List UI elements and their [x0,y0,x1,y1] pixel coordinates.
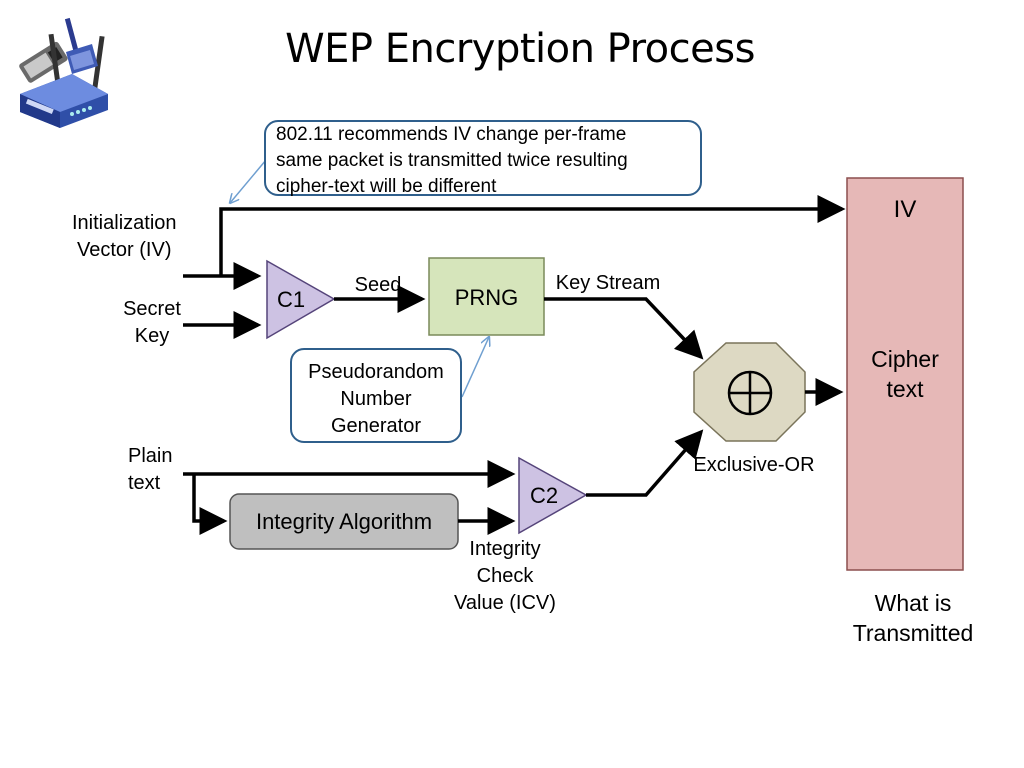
prng-note-line: Number [340,388,412,410]
xor-label: Exclusive-OR [693,454,815,476]
frame-cipher-label: Cipher text [847,344,963,404]
integrity-algorithm-label: Integrity Algorithm [255,509,433,534]
iv-input-label-line: Vector (IV) [77,239,172,261]
prng-note-pointer [461,337,489,398]
c2-block [518,456,588,535]
key-stream-label: Key Stream [555,272,661,294]
circled-plus-icon [727,370,773,416]
secret-key-label-line: Secret [123,298,181,320]
secret-key-label: Secret Key [110,296,194,350]
iv-to-frame-arrow [219,195,846,276]
wireless-router-icon [19,17,108,128]
plain-to-integrity-arrow [192,474,228,535]
plain-text-label: Plain text [128,443,188,497]
transmitted-label-line: Transmitted [852,620,974,646]
c2-to-xor-arrow [586,429,704,497]
iv-note-line: same packet is transmitted twice resulti… [276,150,628,171]
iv-note-line: cipher-text will be different [276,176,497,197]
secret-key-label-line: Key [134,325,170,347]
c1-label: C1 [276,287,306,312]
plain-text-label-line: text [128,472,161,494]
prng-note-line: Generator [330,415,422,437]
transmitted-label-line: What is [874,590,952,616]
what-is-transmitted-label: What is Transmitted [836,588,990,648]
icv-label-line: Integrity [469,538,541,560]
plain-text-label-line: Plain [128,445,173,467]
frame-cipher-label-line: Cipher [871,346,939,372]
prng-block [428,257,545,336]
iv-note-callout: 802.11 recommends IV change per-frame sa… [264,120,702,197]
prng-note-line: Pseudorandom [308,361,444,383]
iv-input-label-line: Initialization [72,212,177,234]
slide-title: WEP Encryption Process [285,26,755,72]
frame-iv-label: IV [893,196,917,223]
c2-label: C2 [529,483,559,508]
prng-note-callout: Pseudorandom Number Generator [290,348,462,443]
icv-label-line: Value (ICV) [454,592,556,614]
transmitted-frame [846,177,964,571]
icv-label-line: Check [476,565,534,587]
frame-cipher-label-line: text [886,376,924,402]
seed-label: Seed [354,274,402,296]
icv-label: Integrity Check Value (ICV) [440,536,570,617]
iv-input-label: Initialization Vector (IV) [72,210,177,264]
prng-label: PRNG [454,285,519,310]
iv-note-pointer [230,159,267,203]
iv-note-line: 802.11 recommends IV change per-frame [276,124,627,145]
c1-block [266,259,336,340]
key-stream-arrow [544,297,704,360]
